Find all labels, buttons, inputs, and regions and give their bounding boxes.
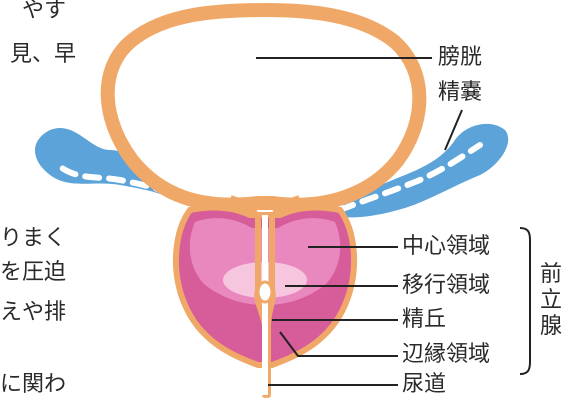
label-urethra: 尿道 xyxy=(402,372,447,397)
verumontanum xyxy=(256,280,274,304)
prostate-bracket xyxy=(519,227,531,375)
seminal-vesicle-right-inner xyxy=(337,142,483,213)
label-seminal-vesicle: 精嚢 xyxy=(438,80,483,105)
background-text-line: やす xyxy=(22,0,67,23)
bladder-wall xyxy=(100,2,427,212)
label-transition-zone: 移行領域 xyxy=(402,273,491,298)
background-text-line: を圧迫 xyxy=(0,260,67,285)
leader-seminal-vesicle xyxy=(444,109,463,151)
background-text-line: えや排 xyxy=(0,300,67,325)
leader-peripheral xyxy=(279,331,398,357)
label-verumontanum: 精丘 xyxy=(402,307,447,332)
label-bladder: 膀胱 xyxy=(438,45,483,70)
label-prostate: 前立腺 xyxy=(539,262,562,339)
seminal-vesicle-left xyxy=(35,127,200,215)
background-text-line: 見、早 xyxy=(10,42,77,67)
seminal-vesicle-left-inner xyxy=(59,165,193,208)
label-central-zone: 中心領域 xyxy=(402,234,491,259)
background-text-line: りまく xyxy=(0,226,67,251)
label-peripheral-zone: 辺縁領域 xyxy=(402,342,491,367)
background-text-line: に関わ xyxy=(0,372,67,397)
